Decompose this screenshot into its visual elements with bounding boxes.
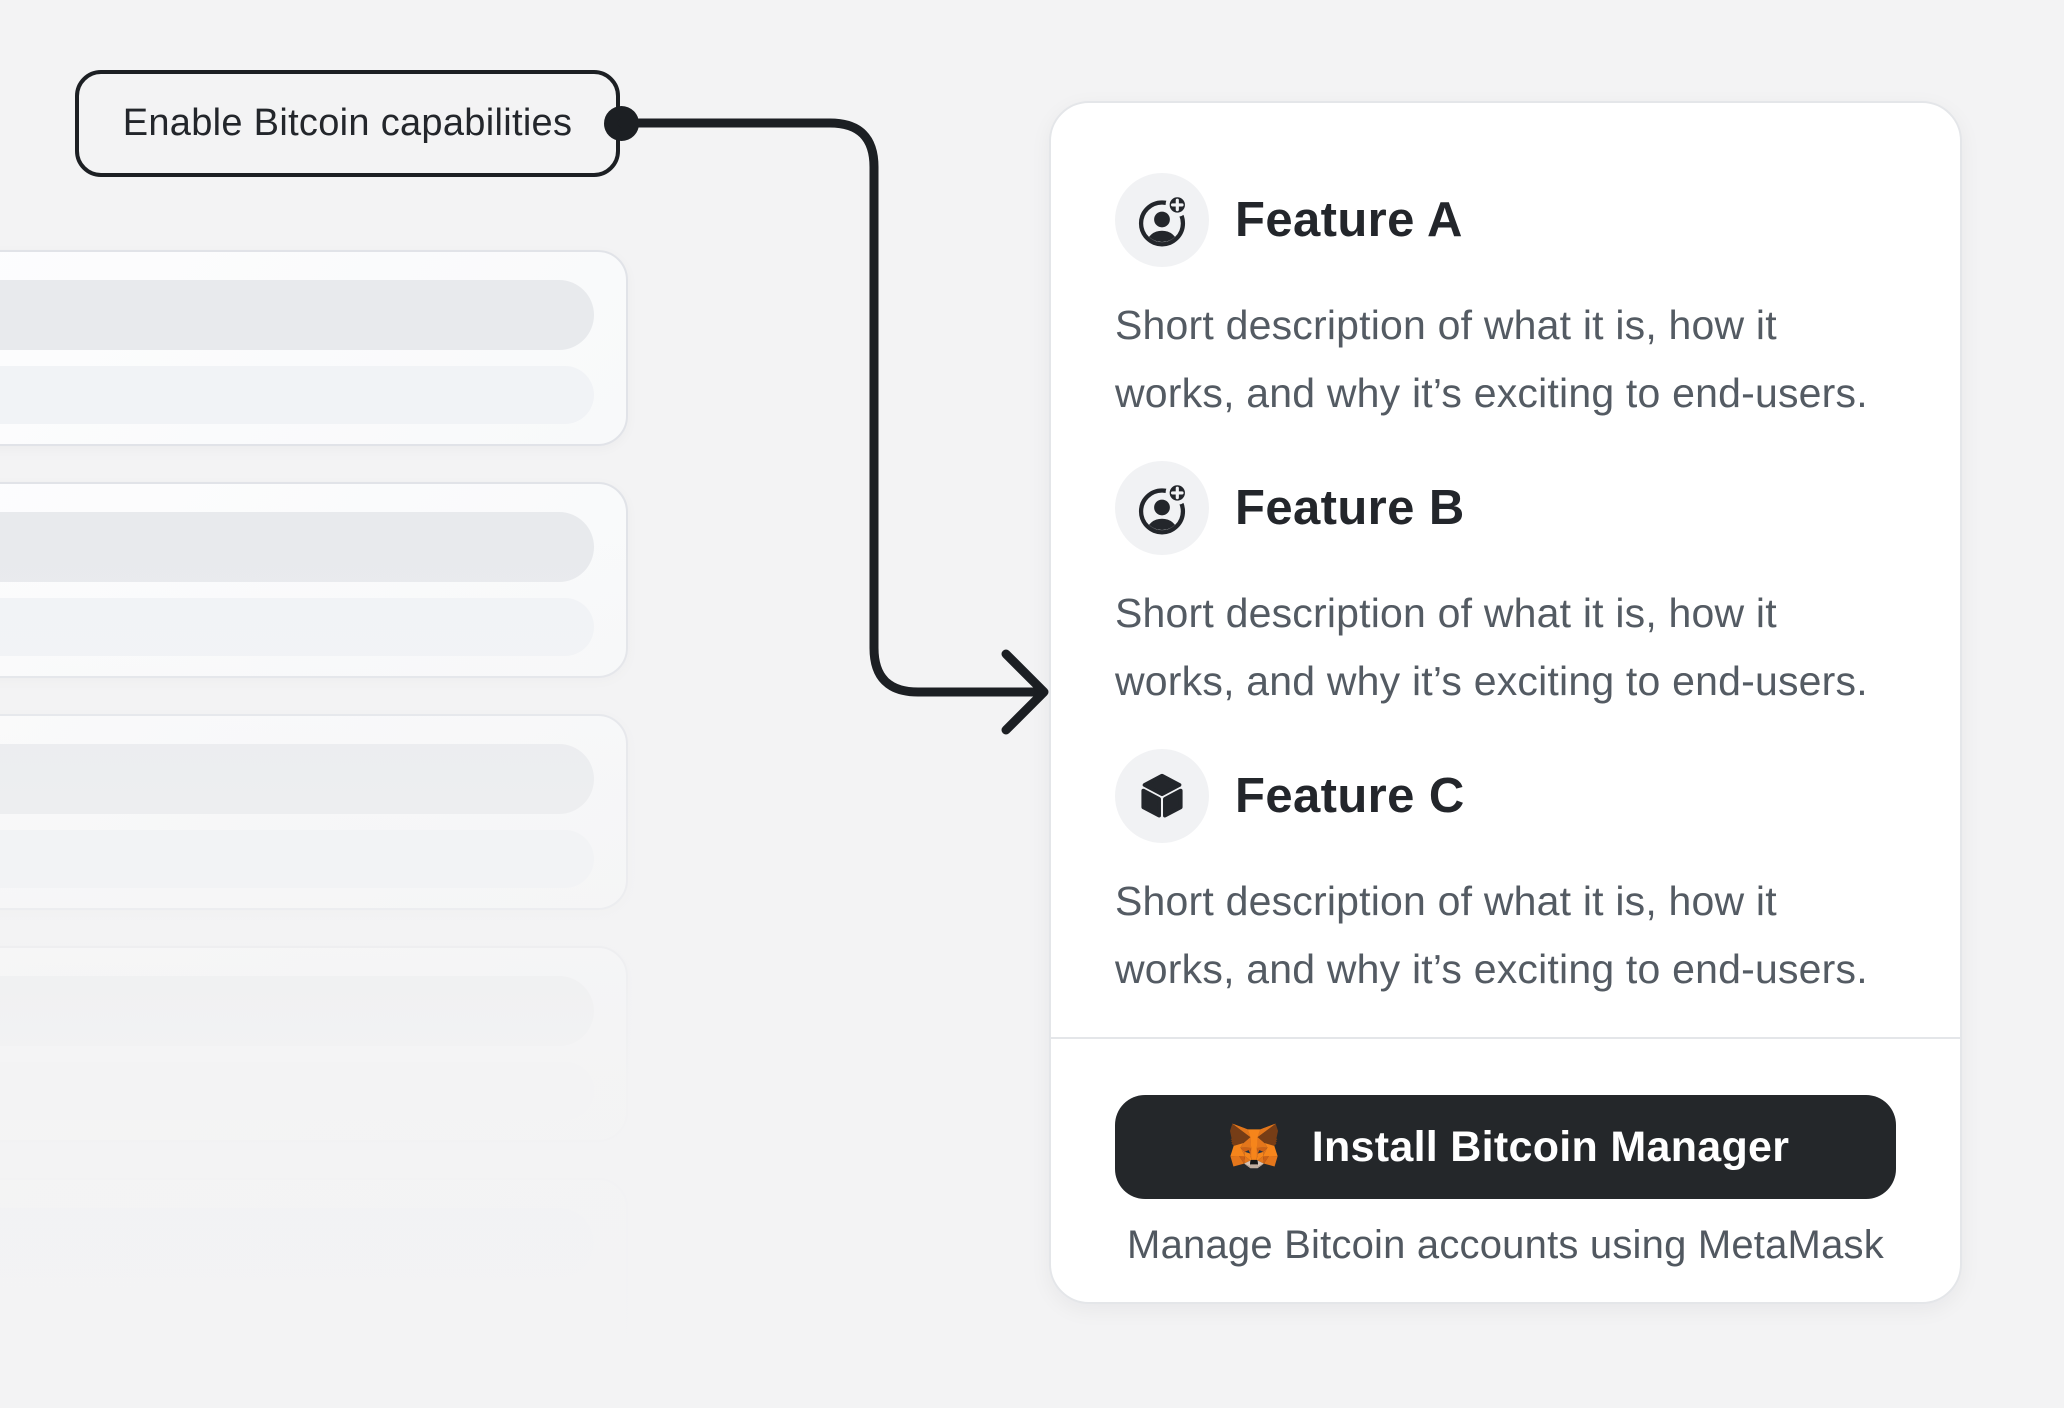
person-add-icon (1138, 193, 1189, 247)
panel-footer: Install Bitcoin Manager Manage Bitcoin a… (1051, 1039, 1960, 1268)
feature-item: Feature C Short description of what it i… (1115, 749, 1898, 1003)
install-button-label: Install Bitcoin Manager (1311, 1122, 1790, 1171)
feature-header: Feature A (1115, 173, 1898, 267)
feature-description: Short description of what it is, how it … (1115, 878, 1868, 992)
feature-item: Feature A Short description of what it i… (1115, 173, 1898, 427)
skeleton-line (0, 280, 594, 350)
callout-label: Enable Bitcoin capabilities (75, 70, 620, 177)
feature-title: Feature B (1235, 481, 1465, 535)
callout-label-text: Enable Bitcoin capabilities (122, 102, 573, 144)
skeleton-fade-overlay (0, 540, 760, 1408)
skeleton-line (0, 366, 594, 424)
feature-title: Feature C (1235, 769, 1465, 823)
feature-header: Feature B (1115, 461, 1898, 555)
person-add-icon (1138, 481, 1189, 535)
feature-panel: Feature A Short description of what it i… (1049, 101, 1962, 1304)
skeleton-card (0, 250, 628, 446)
feature-item: Feature B Short description of what it i… (1115, 461, 1898, 715)
connector-dot (604, 106, 639, 141)
feature-icon-badge (1115, 749, 1209, 843)
panel-divider (1051, 1037, 1960, 1039)
feature-list: Feature A Short description of what it i… (1051, 103, 1960, 1003)
feature-description: Short description of what it is, how it … (1115, 302, 1868, 416)
feature-icon-badge (1115, 461, 1209, 555)
button-caption: Manage Bitcoin accounts using MetaMask (1127, 1223, 1884, 1267)
metamask-fox-icon (1229, 1123, 1278, 1169)
cube-icon (1141, 773, 1183, 818)
feature-title: Feature A (1235, 193, 1463, 247)
feature-icon-badge (1115, 173, 1209, 267)
feature-header: Feature C (1115, 749, 1898, 843)
install-bitcoin-manager-button[interactable]: Install Bitcoin Manager (1115, 1095, 1896, 1199)
feature-description: Short description of what it is, how it … (1115, 590, 1868, 704)
